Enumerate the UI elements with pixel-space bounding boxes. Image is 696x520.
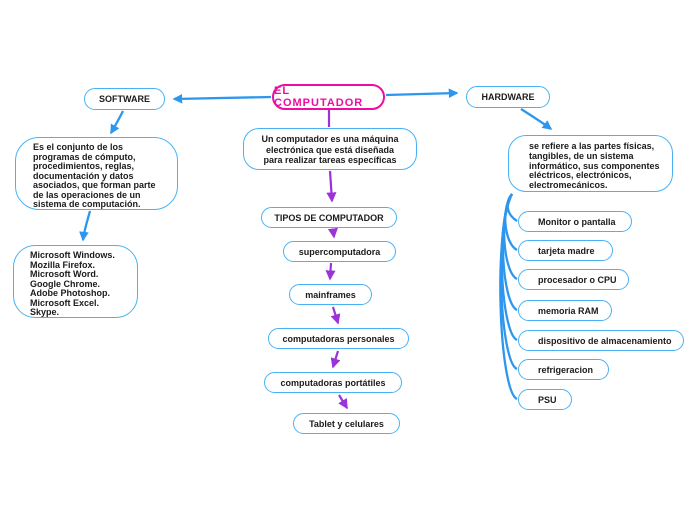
type-node-computadoras-portatiles[interactable]: computadoras portátiles [264,372,402,393]
edge-software-to-description [110,110,125,135]
type-node-label: mainframes [305,289,356,300]
hardware-item-label: procesador o CPU [538,274,617,285]
definition-line: para realizar tareas específicas [263,155,397,166]
software-description-line: de las operaciones de un [33,189,141,200]
hardware-item-label: tarjeta madre [538,245,595,256]
hardware-item-psu[interactable]: PSU [518,389,572,410]
edge-title-to-software [172,94,272,104]
hardware-description-line: eléctricos, electrónicos, [529,170,632,181]
hardware-item-label: PSU [538,394,557,405]
hardware-item-label: Monitor o pantalla [538,216,616,227]
software-label: SOFTWARE [99,94,150,104]
type-node-label: Tablet y celulares [309,418,384,429]
software-description-node[interactable]: Es el conjunto de los programas de cómpu… [15,137,178,210]
type-node-label: computadoras personales [282,333,395,344]
hardware-item-label: dispositivo de almacenamiento [538,335,672,346]
software-example: Microsoft Windows. [30,250,115,260]
software-description-line: asociados, que forman parte [33,180,156,190]
type-node-supercomputadora[interactable]: supercomputadora [283,241,396,262]
hardware-item-label: memoria RAM [538,305,599,316]
edge-portatiles-to-tablet [338,394,348,410]
type-node-tablet-celulares[interactable]: Tablet y celulares [293,413,400,434]
hardware-item-label: refrigeracion [538,364,594,375]
software-node[interactable]: SOFTWARE [84,88,165,110]
hardware-node[interactable]: HARDWARE [466,86,550,108]
definition-line: Un computador es una máquina [261,134,399,144]
software-description-line: documentación y datos [33,170,134,181]
types-root-node[interactable]: TIPOS DE COMPUTADOR [261,207,397,228]
edge-hwdesc-to-psu [499,193,518,401]
hardware-item-almacenamiento[interactable]: dispositivo de almacenamiento [518,330,684,351]
type-node-label: computadoras portátiles [280,377,386,388]
hardware-description-line: tangibles, de un sistema [529,150,634,161]
title-label: EL COMPUTADOR [274,85,364,109]
hardware-item-refrigeracion[interactable]: refrigeracion [518,359,609,380]
edge-personales-to-portatiles [330,350,341,369]
type-node-label: supercomputadora [298,246,381,257]
hardware-label: HARDWARE [481,92,535,102]
hardware-item-monitor[interactable]: Monitor o pantalla [518,211,632,232]
software-description-line: Es el conjunto de los [33,142,124,152]
title-node[interactable]: EL COMPUTADOR [272,84,385,110]
software-example: Google Chrome. [30,278,101,289]
software-description-line: procedimientos, reglas, [33,161,135,171]
software-example: Mozilla Firefox. [30,259,96,270]
software-example: Microsoft Word. [30,269,99,279]
edge-mainframes-to-personales [330,306,341,325]
definition-line: electrónica que está diseñada [265,144,395,155]
software-example: Microsoft Excel. [30,297,100,308]
hardware-description-node[interactable]: se refiere a las partes físicas, tangibl… [508,135,673,192]
edge-definition-to-tipos [326,170,337,203]
type-node-mainframes[interactable]: mainframes [289,284,372,305]
types-root-label: TIPOS DE COMPUTADOR [274,212,384,223]
hardware-item-tarjeta-madre[interactable]: tarjeta madre [518,240,613,261]
software-description-line: programas de cómputo, [33,151,136,162]
software-description-line: sistema de computación. [33,199,141,209]
software-examples-node[interactable]: Microsoft Windows. Mozilla Firefox. Micr… [13,245,138,318]
hardware-description-line: se refiere a las partes físicas, [529,141,655,151]
edge-hardware-to-description [520,108,553,130]
edge-tipos-to-super [327,227,338,239]
software-example: Adobe Photoshop. [30,288,110,298]
hardware-item-procesador[interactable]: procesador o CPU [518,269,629,290]
hardware-description-line: electromecánicos. [529,180,608,191]
software-example: Skype. [30,307,60,317]
type-node-computadoras-personales[interactable]: computadoras personales [268,328,409,349]
edge-super-to-mainframes [325,262,336,281]
edge-title-to-hardware [385,88,459,99]
hardware-description-line: informático, sus componentes [529,160,660,171]
definition-node[interactable]: Un computador es una máquina electrónica… [243,128,417,170]
edge-swdesc-to-examples [79,210,92,242]
hardware-item-memoria-ram[interactable]: memoria RAM [518,300,612,321]
